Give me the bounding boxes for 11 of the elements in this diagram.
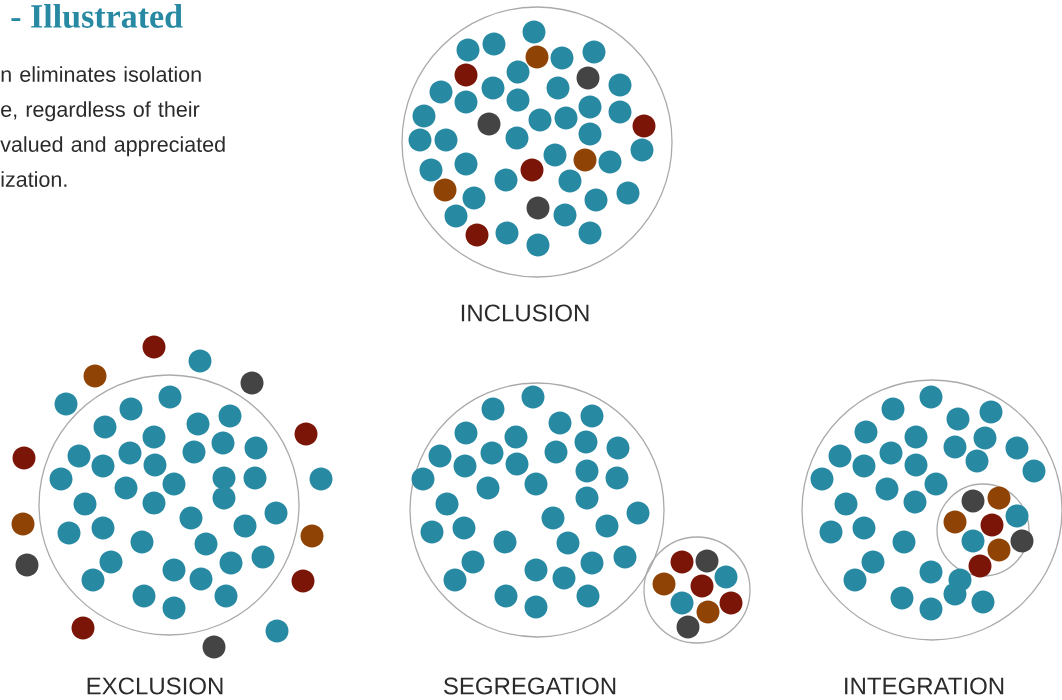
circle-outline [936, 483, 1030, 577]
circle-caption: SEGREGATION [443, 677, 616, 695]
circle-caption: INCLUSION [461, 304, 589, 322]
body-text: n eliminates isolation e, regardless of their valued and appreciated ization. [0, 66, 225, 187]
circle-outline [643, 536, 751, 644]
circle-caption: INTEGRATION [845, 677, 1004, 695]
title: - Illustrated [11, 4, 183, 28]
circle-outline [801, 379, 1062, 641]
circle-outline [38, 374, 300, 636]
circle-outline [401, 6, 673, 278]
circle-caption: EXCLUSION [87, 677, 223, 695]
